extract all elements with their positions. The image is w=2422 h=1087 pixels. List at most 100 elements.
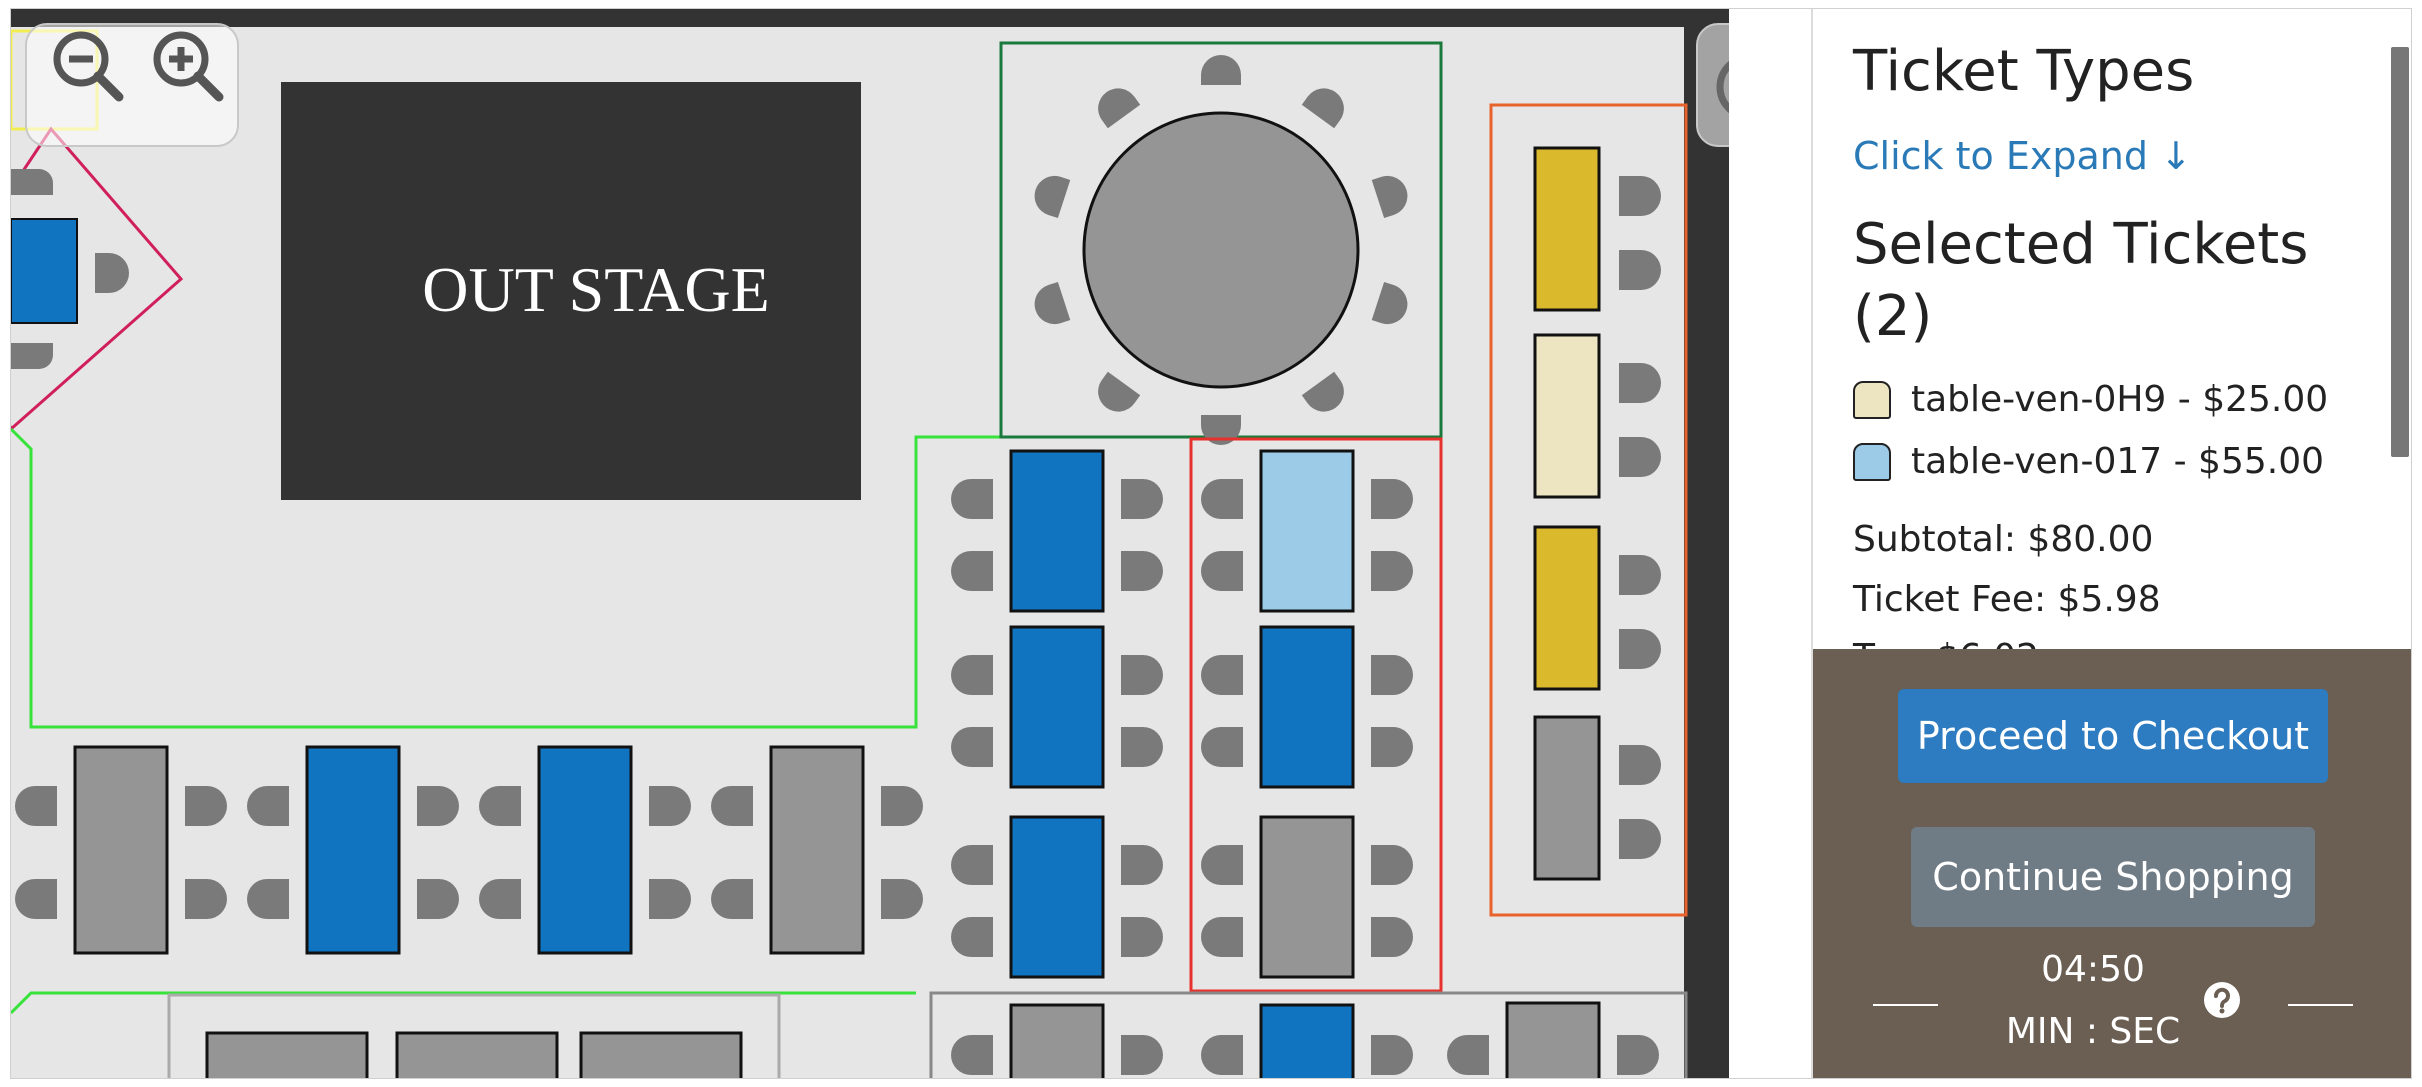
table[interactable] bbox=[1009, 449, 1105, 613]
chair bbox=[1201, 655, 1243, 695]
table[interactable] bbox=[1533, 333, 1601, 499]
chair bbox=[1371, 175, 1408, 219]
table[interactable] bbox=[205, 1031, 369, 1079]
zoom-in-icon[interactable] bbox=[147, 25, 227, 105]
checkout-panel: Proceed to Checkout Continue Shopping 04… bbox=[1813, 649, 2411, 1078]
table[interactable] bbox=[1505, 1001, 1601, 1079]
chair bbox=[1121, 1035, 1163, 1075]
chair bbox=[1371, 281, 1408, 325]
table[interactable] bbox=[579, 1031, 743, 1079]
continue-shopping-button[interactable]: Continue Shopping bbox=[1911, 827, 2315, 927]
table[interactable] bbox=[1259, 1003, 1355, 1079]
cart-scroll-area[interactable]: Ticket Types Click to Expand ↓ Selected … bbox=[1813, 9, 2383, 649]
chair bbox=[417, 786, 459, 826]
chair bbox=[1121, 655, 1163, 695]
chair bbox=[1301, 371, 1344, 412]
chair bbox=[1201, 479, 1243, 519]
chair bbox=[1371, 551, 1413, 591]
zoom-out-icon[interactable] bbox=[47, 25, 127, 105]
seating-map[interactable]: OUT STAGE bbox=[11, 9, 1729, 1079]
chair bbox=[1619, 745, 1661, 785]
chair bbox=[95, 253, 129, 293]
proceed-to-checkout-button[interactable]: Proceed to Checkout bbox=[1898, 689, 2328, 783]
question-circle-icon[interactable] bbox=[2203, 981, 2241, 1019]
chair bbox=[711, 879, 753, 919]
table[interactable] bbox=[769, 745, 865, 955]
chair bbox=[1371, 917, 1413, 957]
chair bbox=[1619, 555, 1661, 595]
round-table[interactable] bbox=[1082, 111, 1360, 389]
sidebar-scrollbar[interactable] bbox=[2391, 47, 2409, 457]
wall-top bbox=[11, 9, 1729, 27]
section-outline-green-lower bbox=[11, 991, 916, 1015]
ticket-types-title: Ticket Types bbox=[1853, 39, 2195, 104]
chair bbox=[1617, 1035, 1659, 1075]
chair bbox=[649, 879, 691, 919]
chair bbox=[185, 786, 227, 826]
app-frame: OUT STAGE bbox=[10, 8, 2412, 1079]
table[interactable] bbox=[395, 1031, 559, 1079]
chair bbox=[1371, 727, 1413, 767]
chair bbox=[649, 786, 691, 826]
chair bbox=[1201, 917, 1243, 957]
chair bbox=[711, 786, 753, 826]
chair bbox=[15, 786, 57, 826]
table[interactable] bbox=[1259, 625, 1355, 789]
table[interactable] bbox=[1009, 815, 1105, 979]
timer-label: MIN : SEC bbox=[2005, 1011, 2181, 1052]
chair bbox=[1371, 1035, 1413, 1075]
table[interactable] bbox=[1259, 815, 1355, 979]
chair bbox=[1371, 845, 1413, 885]
table[interactable] bbox=[537, 745, 633, 955]
selected-ticket-row: table-ven-0H9 - $25.00 bbox=[1853, 379, 2328, 420]
table[interactable] bbox=[1009, 625, 1105, 789]
chair bbox=[1371, 479, 1413, 519]
chair bbox=[1121, 551, 1163, 591]
chair bbox=[951, 917, 993, 957]
chair bbox=[1619, 250, 1661, 290]
selected-ticket-label: table-ven-017 - $55.00 bbox=[1911, 441, 2325, 482]
chair bbox=[881, 879, 923, 919]
chair bbox=[951, 727, 993, 767]
chair bbox=[479, 879, 521, 919]
chair bbox=[951, 655, 993, 695]
table[interactable] bbox=[73, 745, 169, 955]
chair bbox=[15, 879, 57, 919]
chair bbox=[1034, 175, 1071, 219]
chair bbox=[247, 786, 289, 826]
chair bbox=[951, 1035, 993, 1075]
wall-right bbox=[1684, 9, 1729, 1078]
ticket-color-chip bbox=[1853, 380, 1891, 419]
subtotal: Subtotal: $80.00 bbox=[1853, 519, 2154, 560]
table[interactable] bbox=[1533, 525, 1601, 691]
round-table-chairs bbox=[1034, 55, 1408, 445]
map-help-button[interactable] bbox=[1696, 23, 1729, 147]
table[interactable] bbox=[1009, 1003, 1105, 1079]
chair bbox=[1619, 819, 1661, 859]
chair bbox=[247, 879, 289, 919]
expand-link[interactable]: Click to Expand ↓ bbox=[1853, 134, 2192, 178]
stage-label: OUT STAGE bbox=[422, 254, 769, 325]
chair bbox=[1121, 727, 1163, 767]
chair bbox=[1371, 655, 1413, 695]
chair bbox=[1301, 88, 1344, 129]
section-outline-grey-left bbox=[167, 993, 781, 1078]
chair bbox=[951, 551, 993, 591]
table[interactable] bbox=[1533, 715, 1601, 881]
chair bbox=[1447, 1035, 1489, 1075]
chair bbox=[11, 343, 53, 369]
chair bbox=[1619, 629, 1661, 669]
zoom-controls bbox=[25, 23, 239, 147]
seating-map-canvas[interactable]: OUT STAGE bbox=[11, 9, 1729, 1079]
chair bbox=[1098, 371, 1141, 412]
chair bbox=[1121, 917, 1163, 957]
chair bbox=[1098, 88, 1141, 129]
table[interactable] bbox=[11, 218, 78, 324]
table[interactable] bbox=[305, 745, 401, 955]
table[interactable] bbox=[1259, 449, 1355, 613]
table[interactable] bbox=[1533, 146, 1601, 312]
rect-tables[interactable] bbox=[15, 146, 1661, 1079]
chair bbox=[1121, 479, 1163, 519]
chair bbox=[951, 845, 993, 885]
chair bbox=[1201, 727, 1243, 767]
